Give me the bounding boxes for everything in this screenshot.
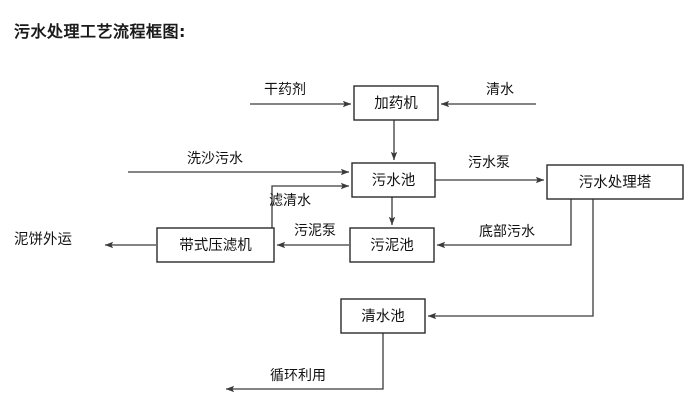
edge-label-sewage-pump: 污水泵	[468, 155, 510, 171]
node-box-treatment-tower	[546, 164, 684, 200]
edge-label-clean-water: 清水	[486, 82, 514, 98]
node-dosing-machine[interactable]: 加药机	[353, 85, 439, 121]
node-box-sewage-pool	[351, 162, 436, 198]
terminal-label-mud-cake-out: 泥饼外运	[14, 231, 72, 248]
node-label-sludge-pool: 污泥池	[370, 237, 414, 254]
node-box-clear-water-pool	[340, 298, 426, 334]
edge-label-bottom-sewage: 底部污水	[479, 224, 535, 240]
node-box-sludge-pool	[349, 227, 435, 263]
edge-bottom-sewage-to-sludge-pool	[436, 199, 572, 249]
edge-label-recycle-reuse: 循环利用	[270, 368, 326, 384]
edge-label-filtered-clear-water: 滤清水	[269, 193, 311, 209]
edge-label-dry-chemical: 干药剂	[264, 82, 306, 98]
page-title: 污水处理工艺流程框图:	[14, 22, 186, 41]
node-label-treatment-tower: 污水处理塔	[579, 174, 652, 191]
node-clear-water-pool[interactable]: 清水池	[340, 298, 426, 334]
node-box-belt-filter-press	[156, 227, 275, 263]
node-sewage-pool[interactable]: 污水池	[351, 162, 436, 198]
node-belt-filter-press[interactable]: 带式压滤机	[156, 227, 275, 263]
node-sludge-pool[interactable]: 污泥池	[349, 227, 435, 263]
edge-filtered-clear-water-to-sewage-pool	[271, 182, 350, 228]
node-box-dosing-machine	[353, 85, 439, 121]
edge-treatment-tower-to-clear-water-pool	[427, 199, 594, 320]
node-treatment-tower[interactable]: 污水处理塔	[546, 164, 684, 200]
node-label-dosing-machine: 加药机	[374, 95, 418, 112]
node-label-clear-water-pool: 清水池	[361, 308, 405, 325]
node-label-sewage-pool: 污水池	[372, 172, 416, 189]
edge-clear-water-pool-to-recycle-reuse	[225, 333, 384, 393]
edge-label-sludge-pump: 污泥泵	[294, 223, 336, 239]
edge-label-sand-wash-sewage: 洗沙污水	[187, 151, 243, 167]
node-label-belt-filter-press: 带式压滤机	[179, 237, 252, 254]
